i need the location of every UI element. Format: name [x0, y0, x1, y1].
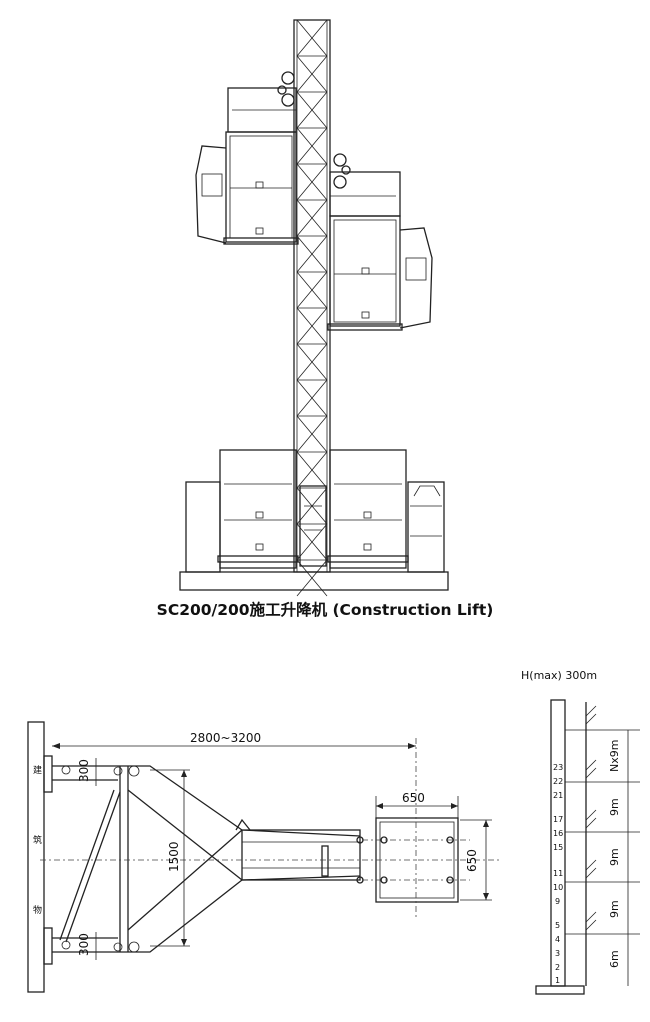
building-wall	[27, 721, 45, 993]
left-fence	[185, 481, 221, 573]
mast-brace	[296, 307, 328, 345]
building-label-1: 建	[33, 764, 42, 776]
section-4: 4	[555, 935, 560, 944]
mast-brace	[296, 379, 328, 417]
spacing-label-3: 9m	[608, 848, 621, 866]
section-1: 1	[555, 976, 560, 985]
upper-right-cage	[327, 153, 433, 331]
mast-brace	[296, 55, 328, 93]
dim-mast-width-label: 650	[402, 791, 425, 805]
mast-gate	[299, 485, 327, 567]
mast-brace	[296, 127, 328, 165]
section-23: 23	[553, 763, 563, 772]
dim-anchor-top-label: 300	[77, 759, 91, 782]
dim-anchor-bottom-label: 300	[77, 933, 91, 956]
mast-brace	[296, 451, 328, 489]
anchor-plate-bottom	[43, 927, 53, 965]
height-label: H(max) 300m	[521, 669, 597, 682]
upper-left-cage	[195, 71, 299, 245]
mast-brace	[296, 415, 328, 453]
mast-brace	[296, 271, 328, 309]
mast-brace	[296, 343, 328, 381]
dim-span-label: 2800~3200	[190, 731, 261, 745]
section-17: 17	[553, 815, 563, 824]
section-11: 11	[553, 869, 563, 878]
spacing-label-2: 9m	[608, 798, 621, 816]
spacing-label-4: 9m	[608, 900, 621, 918]
mast	[293, 19, 331, 597]
mast-brace	[296, 19, 328, 57]
dim-tie-spacing-label: 1500	[167, 841, 181, 872]
building-label-3: 物	[33, 904, 42, 916]
mast-brace	[296, 163, 328, 201]
right-fence	[407, 481, 445, 573]
section-10: 10	[553, 883, 563, 892]
section-21: 21	[553, 791, 563, 800]
mast-brace	[296, 199, 328, 237]
dim-mast-depth-label: 650	[465, 849, 479, 872]
caption: SC200/200施工升降机 (Construction Lift)	[156, 601, 494, 619]
mast-brace	[296, 235, 328, 273]
wall-tie-plan	[27, 721, 500, 993]
spacing-label-n: Nx9m	[608, 740, 621, 772]
mast-section-plan	[356, 817, 470, 903]
section-15: 15	[553, 843, 563, 852]
section-22: 22	[553, 777, 563, 786]
anchor-plate-top	[43, 755, 53, 793]
section-9: 9	[555, 897, 560, 906]
mast-brace	[296, 91, 328, 129]
elevation-mast	[550, 699, 566, 987]
section-16: 16	[553, 829, 563, 838]
section-3: 3	[555, 949, 560, 958]
building-label-2: 筑	[33, 834, 42, 846]
section-2: 2	[555, 963, 560, 972]
height-elevation	[535, 699, 640, 995]
spacing-label-5: 6m	[608, 950, 621, 968]
lift-elevation	[179, 19, 449, 597]
section-5: 5	[555, 921, 560, 930]
